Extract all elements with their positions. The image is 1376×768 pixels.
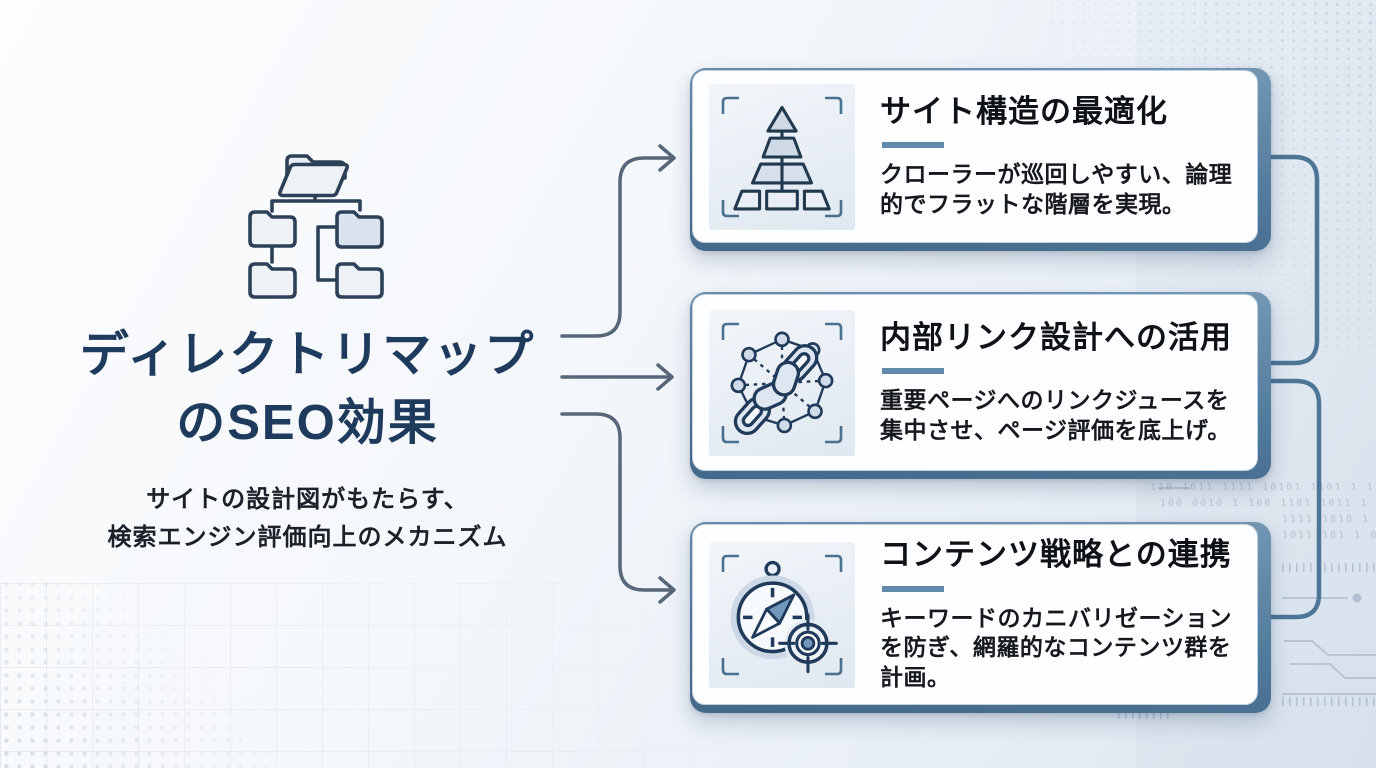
page-title-line2: のSEO効果 — [176, 395, 439, 450]
title-underline — [882, 142, 944, 149]
page-subtitle-line2: 検索エンジン評価向上のメカニズム — [107, 523, 508, 551]
card-title: コンテンツ戦略との連携 — [880, 537, 1232, 573]
card-body: 内部リンク設計への活用 重要ページへのリンクジュースを集中させ、ページ評価を底上… — [692, 294, 1258, 471]
page-title-line1: ディレクトリマップ — [79, 328, 536, 382]
compass-target-icon — [730, 560, 838, 673]
card-description: キーワードのカニバリゼーションを防ぎ、網羅的なコンテンツ群を計画。 — [880, 604, 1233, 690]
corner-brackets — [721, 96, 843, 217]
ruler-ticks — [1118, 710, 1174, 719]
card-text: サイト構造の最適化 クローラーが巡回しやすい、論理的でフラットな階層を実現。 — [880, 94, 1241, 220]
title-underline — [882, 585, 944, 592]
page-subtitle: サイトの設計図がもたらす、 検索エンジン評価向上のメカニズム — [45, 481, 570, 557]
card-title: サイト構造の最適化 — [880, 93, 1168, 129]
card-text: コンテンツ戦略との連携 キーワードのカニバリゼーションを防ぎ、網羅的なコンテンツ… — [880, 537, 1241, 692]
card-description: 重要ページへのリンクジュースを集中させ、ページ評価を底上げ。 — [880, 387, 1231, 443]
ruler-ticks — [1282, 697, 1376, 706]
icon-tile — [709, 83, 855, 230]
folder-tree-icon — [248, 154, 384, 299]
card-content-strategy: コンテンツ戦略との連携 キーワードのカニバリゼーションを防ぎ、網羅的なコンテンツ… — [690, 522, 1271, 713]
binary-texture-row: 100 0010 1 100 1181 1011 1 — [1160, 498, 1369, 509]
card-text: 内部リンク設計への活用 重要ページへのリンクジュースを集中させ、ページ評価を底上… — [880, 320, 1241, 446]
card-description: クローラーが巡回しやすい、論理的でフラットな階層を実現。 — [880, 161, 1233, 217]
corner-brackets — [721, 322, 843, 443]
page-subtitle-line1: サイトの設計図がもたらす、 — [146, 486, 469, 513]
page-title: ディレクトリマップ のSEO効果 — [30, 322, 585, 457]
binary-texture-row: 110 1011 1111 10101 1101 1 11 11 1 1 — [1150, 482, 1376, 493]
card-site-structure: サイト構造の最適化 クローラーが巡回しやすい、論理的でフラットな階層を実現。 — [690, 68, 1271, 251]
corner-brackets — [721, 554, 843, 675]
halftone-dots-texture — [0, 578, 270, 768]
arrow-to-card-1 — [560, 144, 676, 338]
card-title: 内部リンク設計への活用 — [880, 319, 1232, 355]
card-internal-links: 内部リンク設計への活用 重要ページへのリンクジュースを集中させ、ページ評価を底上… — [690, 292, 1271, 479]
title-underline — [882, 368, 944, 375]
link-chain-network-icon — [730, 331, 834, 435]
card-body: コンテンツ戦略との連携 キーワードのカニバリゼーションを防ぎ、網羅的なコンテンツ… — [692, 524, 1258, 705]
card-body: サイト構造の最適化 クローラーが巡回しやすい、論理的でフラットな階層を実現。 — [692, 70, 1258, 243]
icon-tile — [709, 309, 855, 456]
pyramid-hierarchy-icon — [733, 105, 831, 210]
icon-tile — [709, 541, 855, 688]
ruler-ticks — [1282, 563, 1376, 572]
